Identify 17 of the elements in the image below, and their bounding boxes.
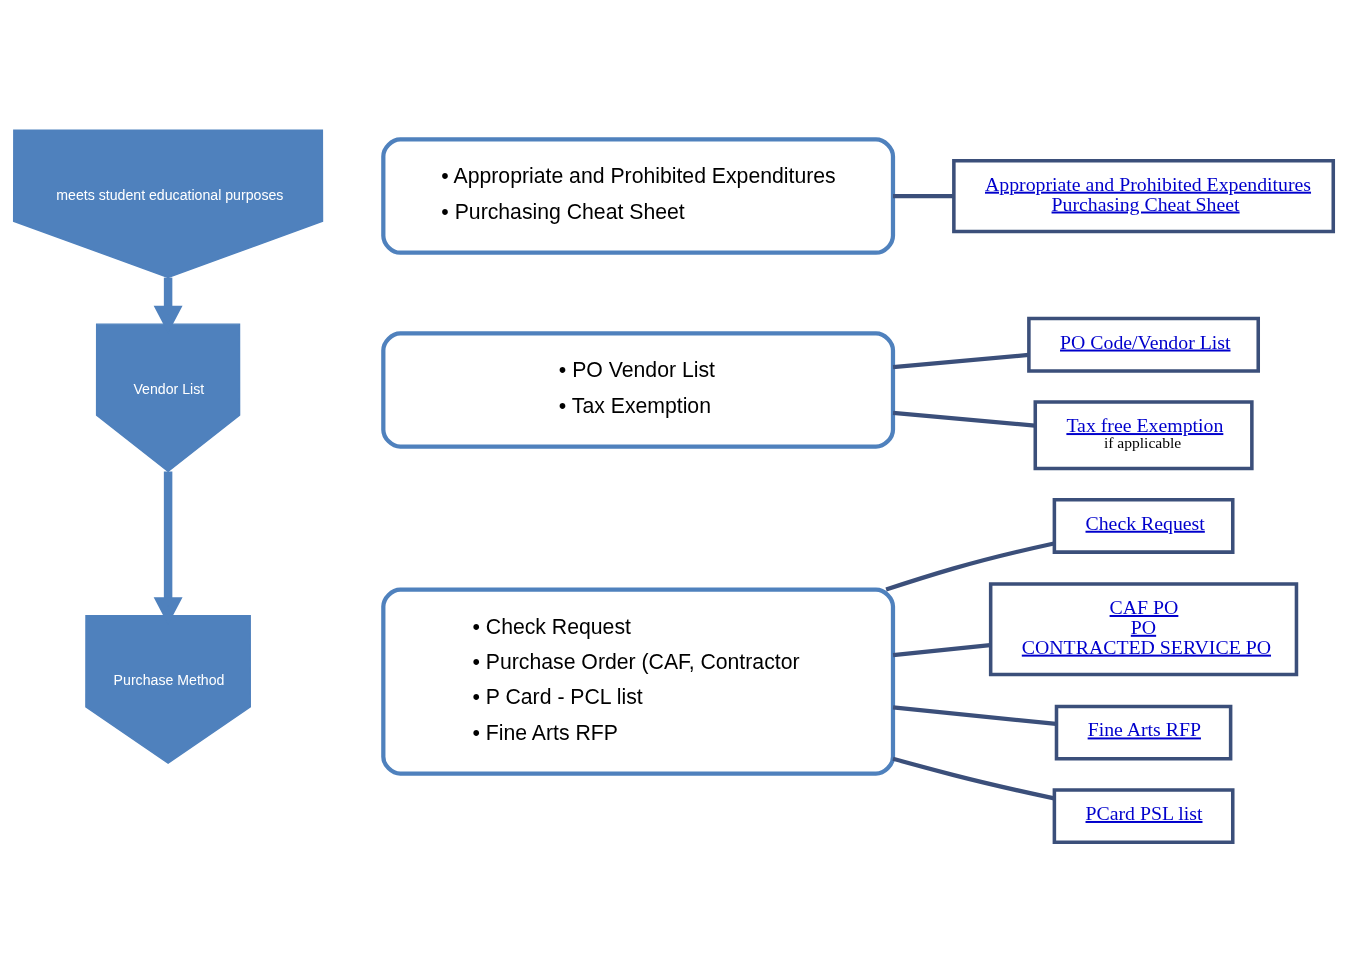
connector	[892, 643, 991, 658]
connector	[892, 705, 1057, 726]
node-box: PCard PSL list	[1052, 788, 1235, 845]
connector	[892, 410, 1035, 428]
node-box: Appropriate and Prohibited Expenditures Purchasing Cheat Sheet	[952, 158, 1336, 234]
connector	[892, 756, 1055, 801]
node-box: Tax free Exemption if applicable	[1033, 400, 1254, 471]
node-box: • Appropriate and Prohibited Expenditures • Purchasing Cheat Sheet	[381, 137, 896, 255]
connector	[892, 352, 1029, 370]
node-box: PO Code/Vendor List	[1027, 316, 1260, 373]
connector	[885, 541, 1055, 592]
node-box: • Check Request • Purchase Order (CAF, Contractor • P Card - PCL list • Fine Arts RFP	[381, 587, 896, 776]
node-box: • PO Vendor List • Tax Exemption	[381, 331, 896, 449]
node-box: Fine Arts RFP	[1054, 704, 1233, 761]
node-box: Check Request	[1052, 497, 1235, 554]
node-box: CAF PO PO CONTRACTED SERVICE PO	[988, 582, 1299, 677]
connector	[893, 193, 954, 199]
